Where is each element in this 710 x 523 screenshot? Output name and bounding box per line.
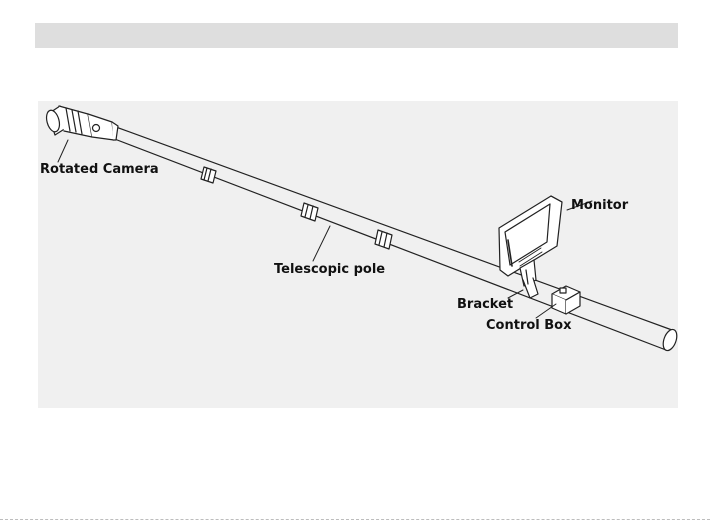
pole-collar-2 [301,203,318,221]
label-bracket: Bracket [457,298,513,311]
footer-rule [0,519,710,520]
telescopic-pole-shaft [112,127,672,350]
label-monitor: Monitor [571,199,628,212]
pole-collar-1 [201,167,216,183]
rotated-camera-head [44,106,118,140]
label-rotated-camera: Rotated Camera [40,163,159,176]
control-box-clamp [552,286,580,314]
label-control-box: Control Box [486,319,572,332]
pole-collar-3 [375,230,392,249]
label-telescopic-pole: Telescopic pole [274,263,385,276]
